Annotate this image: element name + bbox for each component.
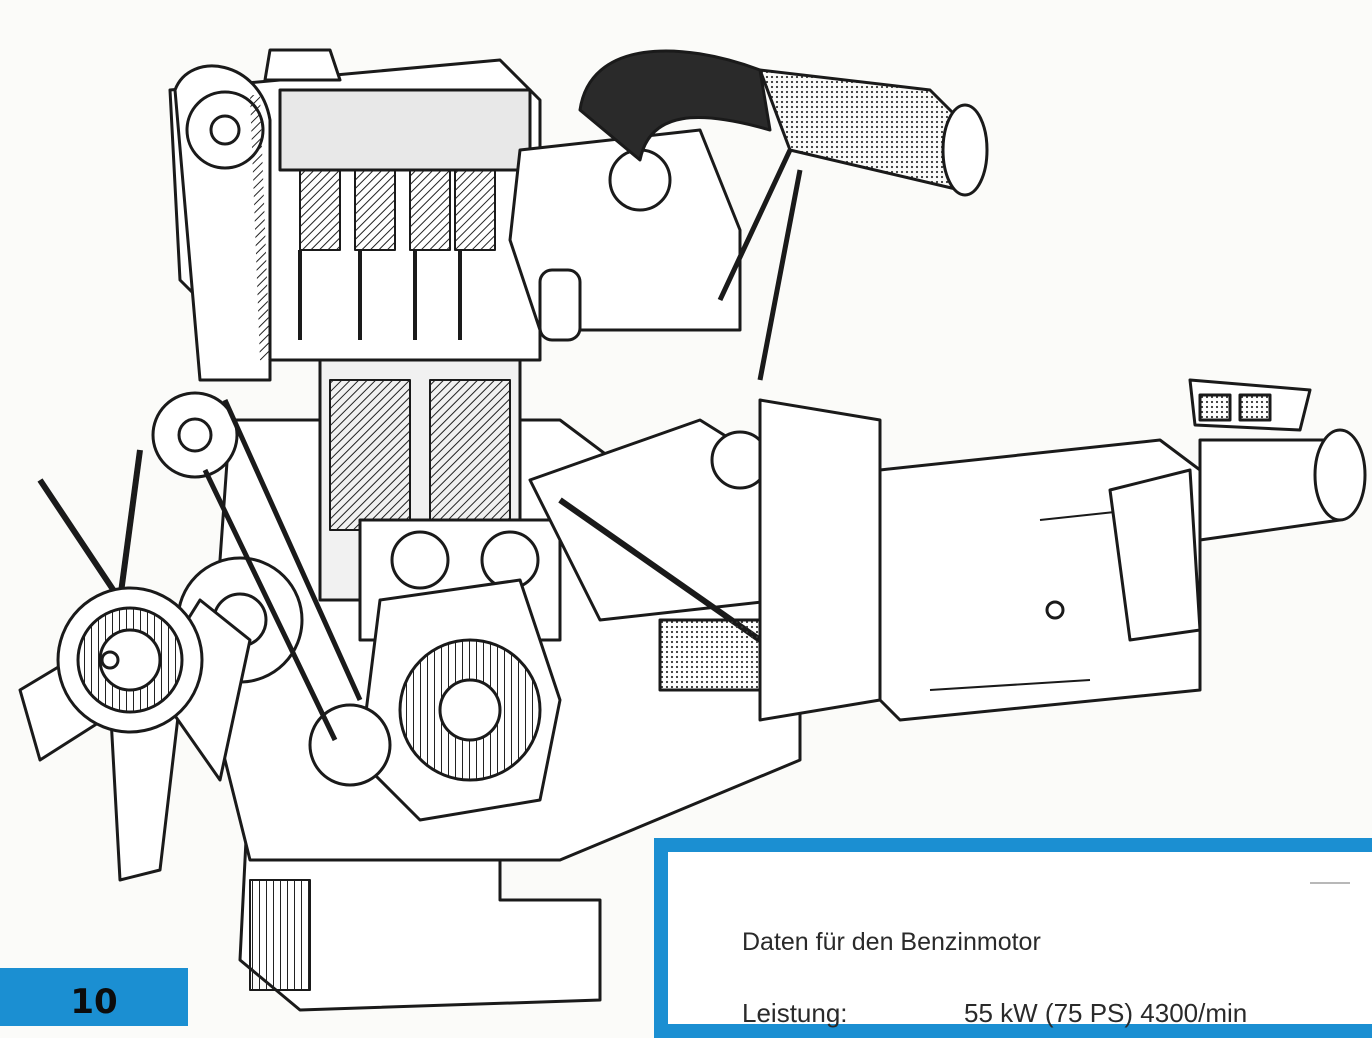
crankshaft-pulley (151, 391, 239, 479)
engine-data-heading: Daten für den Benzinmotor (742, 928, 1041, 956)
carburettor (508, 128, 742, 342)
gearbox (758, 378, 1367, 722)
engine-data-value: 55 kW (75 PS) 4300/min (964, 998, 1248, 1028)
timing-belt-cover (173, 64, 272, 382)
box-divider (1310, 882, 1350, 884)
page-number: 10 (0, 968, 188, 1026)
engine-data-box: Daten für den Benzinmotor Leistung: 55 k… (654, 838, 1372, 1038)
air-intake-hose (578, 49, 989, 197)
throttle-linkage (717, 148, 803, 381)
cooling-fan (18, 449, 252, 882)
engine-data-label: Leistung: (742, 998, 848, 1028)
alternator (358, 578, 562, 822)
